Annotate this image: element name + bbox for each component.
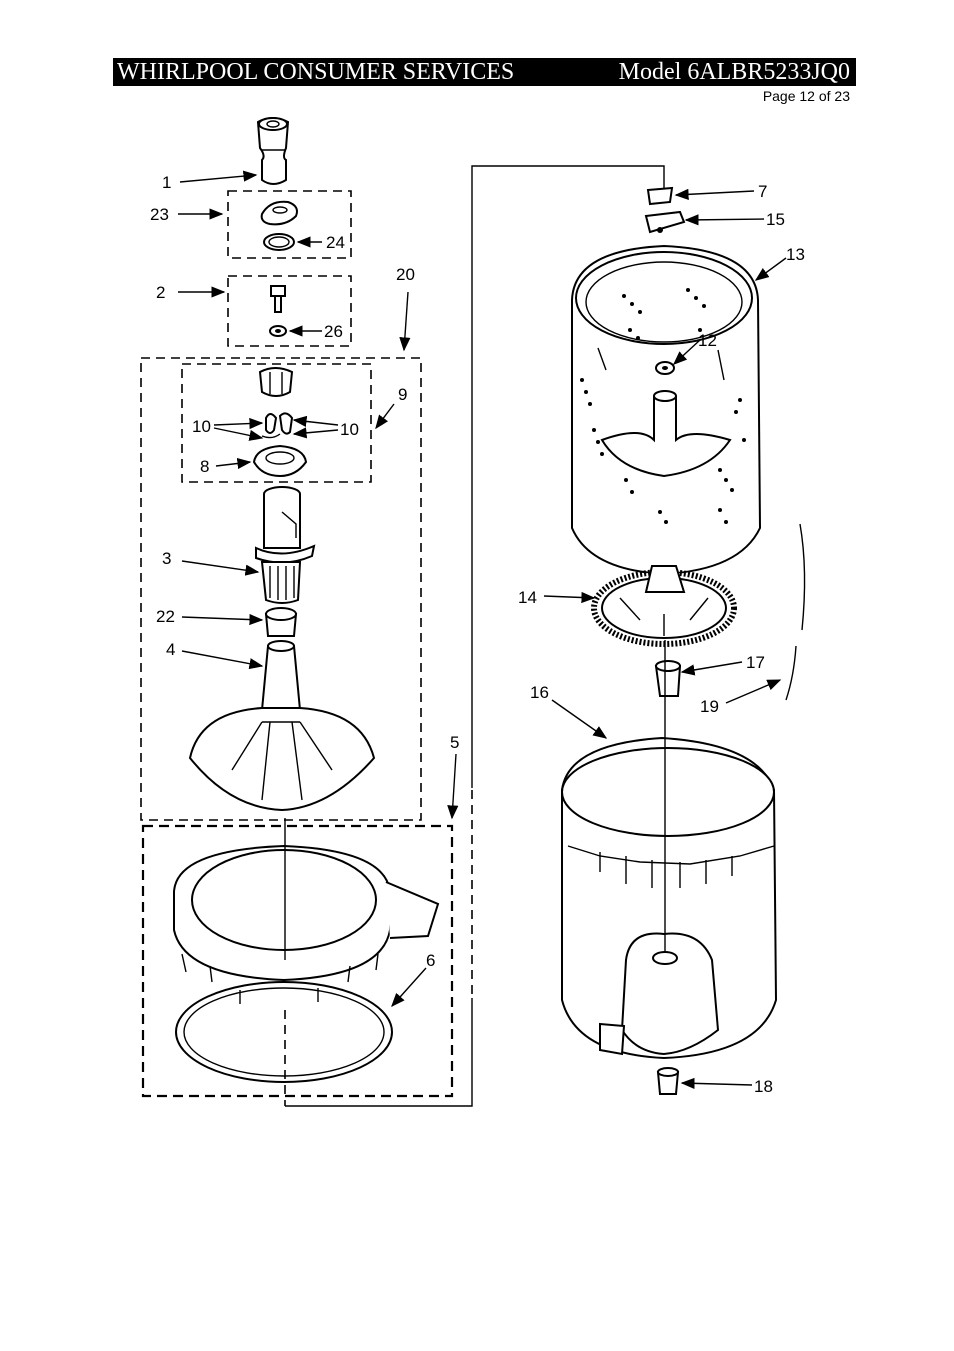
- part-24-ring: [263, 233, 295, 251]
- callout-9: 9: [398, 385, 407, 404]
- callout-15: 15: [766, 210, 785, 229]
- callout-8: 8: [200, 457, 209, 476]
- part-19-hose: [785, 523, 806, 701]
- part-18-nut: [656, 1067, 680, 1095]
- callout-24: 24: [326, 233, 345, 252]
- callout-22: 22: [156, 607, 175, 626]
- box-group-9: [181, 363, 372, 483]
- box-group-20: [140, 357, 422, 821]
- callout-10-right: 10: [340, 420, 359, 439]
- part-2-bolt: [270, 285, 286, 313]
- part-1-agitator-cap: [256, 117, 290, 185]
- callout-19: 19: [700, 697, 719, 716]
- part-26-washer: [269, 325, 287, 337]
- part-4-agitator-base: [188, 640, 376, 812]
- callout-10-left: 10: [192, 417, 211, 436]
- connector-line: [285, 165, 665, 1107]
- part-12-nut: [655, 361, 675, 375]
- part-7-nut: [646, 186, 674, 206]
- callout-13: 13: [786, 245, 805, 264]
- callout-2: 2: [156, 283, 165, 302]
- callout-3: 3: [162, 549, 171, 568]
- part-13-basket: [571, 244, 762, 576]
- callout-7: 7: [758, 182, 767, 201]
- part-9-dog-cam: [258, 367, 294, 397]
- part-23-seal: [260, 200, 298, 226]
- callout-26: 26: [324, 322, 343, 341]
- part-14-clutch: [591, 565, 737, 647]
- part-22-coupler: [264, 607, 298, 637]
- leader-lines: [178, 170, 787, 1089]
- box-group-23: [227, 190, 352, 259]
- callout-1: 1: [162, 173, 171, 192]
- callout-16: 16: [530, 683, 549, 702]
- part-3-agitator-auger: [255, 486, 316, 604]
- page-header: WHIRLPOOL CONSUMER SERVICES Model 6ALBR5…: [113, 58, 856, 86]
- page-number: Page 12 of 23: [762, 88, 850, 104]
- part-6-seal-ring: [175, 981, 393, 1083]
- header-model: Model 6ALBR5233JQ0: [618, 59, 850, 85]
- part-17-drive-hub: [654, 660, 682, 697]
- callout-18: 18: [754, 1077, 773, 1096]
- callout-17: 17: [746, 653, 765, 672]
- part-8-cam-base: [252, 444, 308, 478]
- part-10-dogs: [261, 412, 294, 439]
- callout-4: 4: [166, 640, 175, 659]
- part-15-clip: [644, 210, 686, 234]
- box-group-2: [227, 275, 352, 347]
- part-16-outer-tub: [561, 736, 778, 1060]
- header-title: WHIRLPOOL CONSUMER SERVICES: [117, 59, 515, 85]
- callout-6: 6: [426, 951, 435, 970]
- callout-23: 23: [150, 205, 169, 224]
- callout-20: 20: [396, 265, 415, 284]
- callout-5: 5: [450, 733, 459, 752]
- callout-12: 12: [698, 331, 717, 350]
- callout-14: 14: [518, 588, 537, 607]
- part-5-tub-ring: [173, 844, 440, 983]
